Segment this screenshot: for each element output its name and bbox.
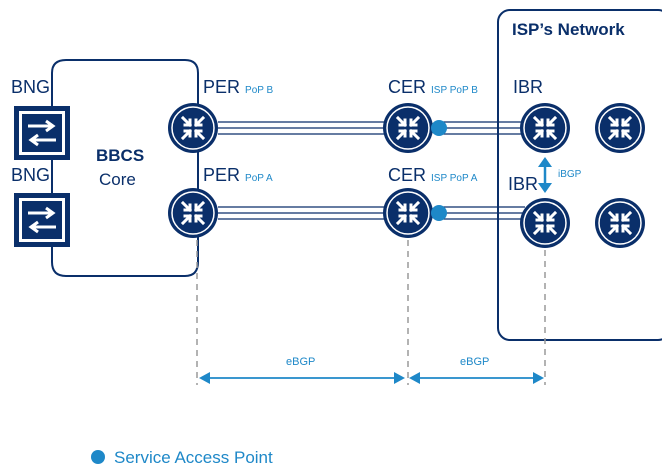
ibgp-label: iBGP	[558, 169, 582, 180]
router-icon-ibr-bottom	[520, 198, 570, 248]
ebgp-right-label: eBGP	[460, 356, 490, 368]
isp-network-box	[497, 9, 662, 341]
per-b-label: PER PoP B	[203, 78, 273, 96]
router-icon-per-a	[168, 188, 218, 238]
per-a-sub: PoP A	[245, 173, 273, 184]
cer-b-name: CER	[388, 77, 427, 97]
per-a-name: PER	[203, 165, 241, 185]
ibr-bottom-label: IBR	[508, 174, 539, 194]
ebgp-arrow-right	[409, 372, 544, 384]
bbcs-core-box	[51, 59, 199, 277]
router-icon-isp-1	[595, 103, 645, 153]
router-icon-cer-b	[383, 103, 433, 153]
cer-b-label: CER ISP PoP B	[388, 78, 478, 96]
router-icon-isp-2	[595, 198, 645, 248]
bbcs-title: BBCS	[96, 146, 145, 165]
ebgp-arrow-left	[199, 372, 405, 384]
service-access-point-b	[431, 120, 447, 136]
cer-a-name: CER	[388, 165, 427, 185]
ibr-top-label: IBR	[513, 77, 544, 97]
bng-label-bottom: BNG	[11, 165, 51, 185]
per-b-name: PER	[203, 77, 241, 97]
ibgp-arrow	[538, 157, 552, 193]
bng-label-top: BNG	[11, 77, 51, 97]
per-a-label: PER PoP A	[203, 166, 273, 184]
legend-label: Service Access Point	[114, 448, 273, 467]
router-icon-ibr-top	[520, 103, 570, 153]
router-icon-per-b	[168, 103, 218, 153]
isp-network-title: ISP’s Network	[512, 20, 625, 39]
cer-a-sub: ISP PoP A	[431, 173, 478, 184]
ebgp-left-label: eBGP	[286, 356, 316, 368]
bng-switch-icon	[14, 193, 70, 247]
link-per-cer-b	[218, 121, 386, 135]
legend-dot	[91, 450, 105, 464]
link-per-cer-a	[218, 206, 386, 220]
cer-b-sub: ISP PoP B	[431, 85, 478, 96]
link-cer-ibr-b	[440, 121, 525, 135]
link-cer-ibr-a	[440, 206, 525, 220]
router-icon-cer-a	[383, 188, 433, 238]
bbcs-subtitle: Core	[99, 170, 136, 189]
per-b-sub: PoP B	[245, 85, 274, 96]
cer-a-label: CER ISP PoP A	[388, 166, 477, 184]
service-access-point-a	[431, 205, 447, 221]
bng-switch-icon	[14, 106, 70, 160]
dashed-drop-lines	[196, 240, 546, 385]
